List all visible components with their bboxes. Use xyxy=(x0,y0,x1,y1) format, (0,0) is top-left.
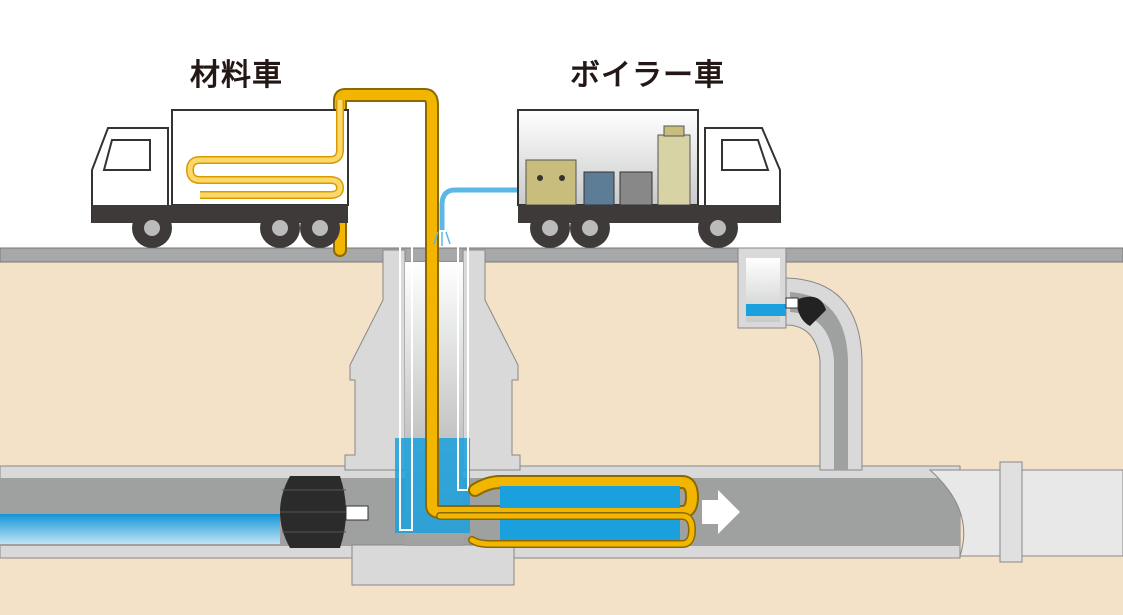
soil xyxy=(0,260,1123,615)
hot-water-hose xyxy=(439,187,525,230)
boiler-truck-label: ボイラー車 xyxy=(570,58,725,93)
material-truck-label: 材料車 xyxy=(190,58,283,93)
material-truck xyxy=(91,100,349,248)
lateral-inlet xyxy=(737,247,863,471)
water-spray xyxy=(433,231,451,246)
liner-tube xyxy=(333,88,700,548)
road-surface xyxy=(0,247,1123,263)
existing-pipe-right xyxy=(880,461,1123,563)
flow-arrow xyxy=(702,490,740,534)
boiler-truck xyxy=(517,109,781,248)
pipe-plug xyxy=(280,476,369,548)
